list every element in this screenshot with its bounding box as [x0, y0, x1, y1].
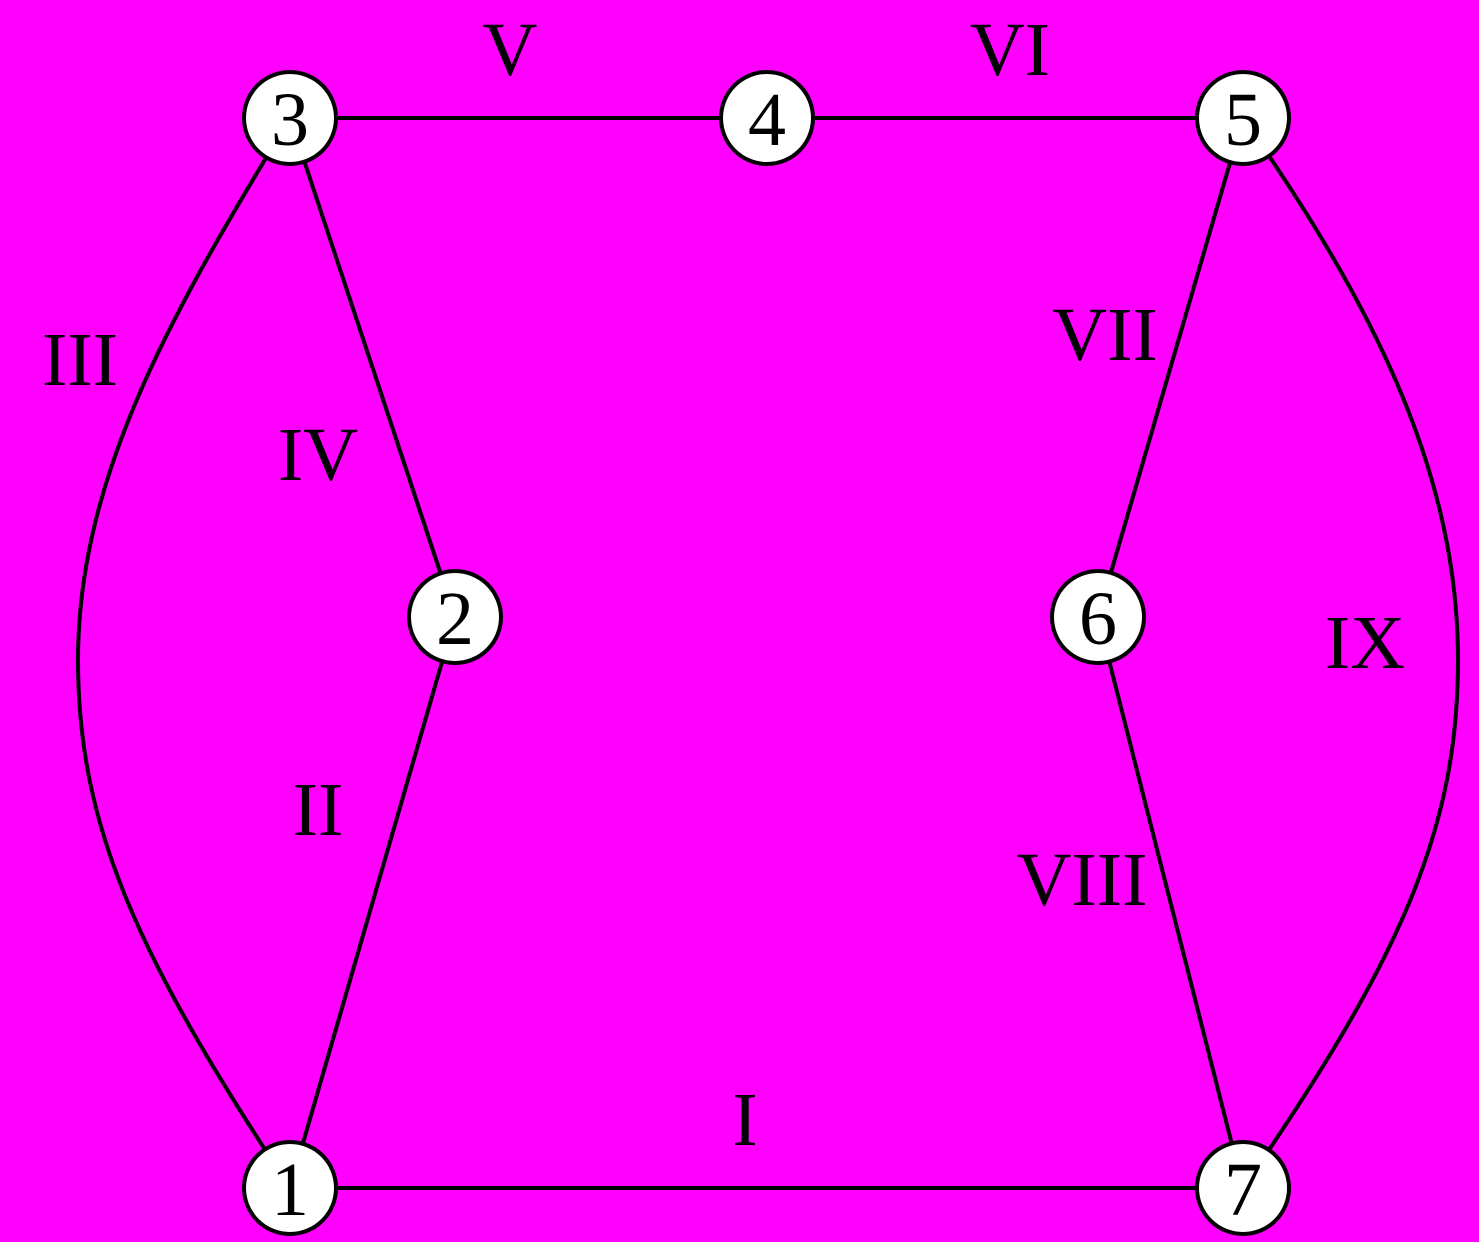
node-2-circle [407, 569, 503, 665]
edge-label-VI: VI [970, 8, 1050, 92]
edge-label-VII: VII [1052, 293, 1158, 377]
edge-label-II: II [293, 768, 344, 852]
node-5-label: 5 [1224, 78, 1262, 162]
node-4-label: 4 [748, 78, 786, 162]
edge-II [288, 616, 457, 1189]
edge-label-V: V [483, 8, 538, 92]
node-5-circle [1195, 70, 1291, 166]
node-2: 2 [407, 569, 503, 665]
edge-labels: I II III IV V VI VII VIII IX [42, 8, 1405, 1162]
edge-VII [1096, 117, 1245, 618]
edge-label-III: III [42, 318, 118, 402]
node-7: 7 [1195, 1140, 1291, 1236]
node-4-circle [719, 70, 815, 166]
node-3-circle [242, 70, 338, 166]
node-1-label: 1 [271, 1148, 309, 1232]
edge-IV [288, 117, 457, 618]
edge-label-IV: IV [278, 413, 358, 497]
edge-III [75, 116, 292, 1190]
edge-IX [1241, 116, 1461, 1190]
edges [75, 116, 1461, 1190]
node-5: 5 [1195, 70, 1291, 166]
node-1-circle [242, 1140, 338, 1236]
edge-label-VIII: VIII [1017, 838, 1148, 922]
node-6-label: 6 [1079, 577, 1117, 661]
node-6-circle [1050, 569, 1146, 665]
edge-VIII [1096, 616, 1245, 1189]
node-7-label: 7 [1224, 1148, 1262, 1232]
node-3: 3 [242, 70, 338, 166]
edge-label-IX: IX [1325, 601, 1405, 685]
edge-label-I: I [732, 1078, 757, 1162]
node-2-label: 2 [436, 577, 474, 661]
node-7-circle [1195, 1140, 1291, 1236]
node-4: 4 [719, 70, 815, 166]
nodes: 1 2 3 4 5 6 7 [242, 70, 1291, 1236]
node-6: 6 [1050, 569, 1146, 665]
node-1: 1 [242, 1140, 338, 1236]
node-3-label: 3 [271, 78, 309, 162]
